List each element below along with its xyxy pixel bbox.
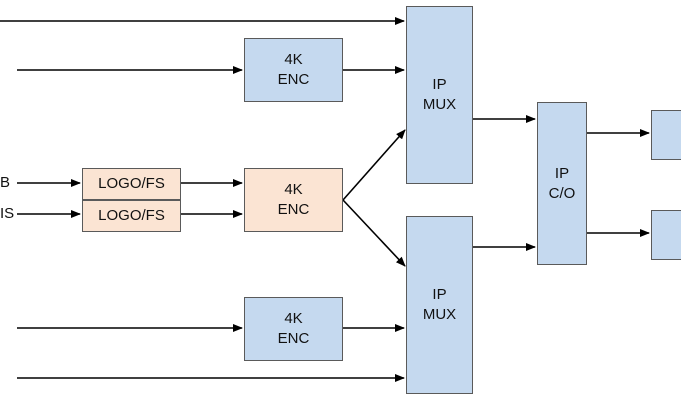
ip-mux-block-top: IP MUX bbox=[406, 6, 473, 184]
mux-label-line1: IP bbox=[432, 286, 447, 303]
output-block-2 bbox=[651, 210, 681, 260]
enc-block-bottom: 4K ENC bbox=[244, 297, 343, 361]
logo-fs-label: LOGO/FS bbox=[98, 207, 165, 224]
mux-label-line2: MUX bbox=[422, 306, 457, 323]
input-label-b: B bbox=[0, 174, 11, 191]
enc-block-mid: 4K ENC bbox=[244, 168, 343, 232]
enc-label-line2: ENC bbox=[277, 330, 310, 347]
ip-mux-block-bottom: IP MUX bbox=[406, 216, 473, 394]
logo-fs-block-1: LOGO/FS bbox=[82, 168, 181, 200]
logo-fs-label: LOGO/FS bbox=[98, 175, 165, 192]
ip-co-block: IP C/O bbox=[537, 102, 587, 265]
input-label-is: IS bbox=[0, 205, 15, 222]
ipco-label-line2: C/O bbox=[548, 184, 576, 202]
mux-label-line2: MUX bbox=[422, 96, 457, 113]
mux-label-line1: IP bbox=[432, 76, 447, 93]
arrow-enc-mid-to-mux-bot bbox=[342, 199, 406, 267]
enc-block-top: 4K ENC bbox=[244, 38, 343, 102]
arrow-enc-mid-to-mux-top bbox=[342, 129, 406, 201]
ipco-label-line1: IP bbox=[554, 164, 570, 182]
output-block-1 bbox=[651, 110, 681, 160]
enc-label-line1: 4K bbox=[284, 51, 303, 68]
enc-label-line1: 4K bbox=[284, 310, 303, 327]
enc-label-line2: ENC bbox=[277, 71, 310, 88]
enc-label-line2: ENC bbox=[277, 201, 310, 218]
logo-fs-block-2: LOGO/FS bbox=[82, 200, 181, 232]
enc-label-line1: 4K bbox=[284, 181, 303, 198]
